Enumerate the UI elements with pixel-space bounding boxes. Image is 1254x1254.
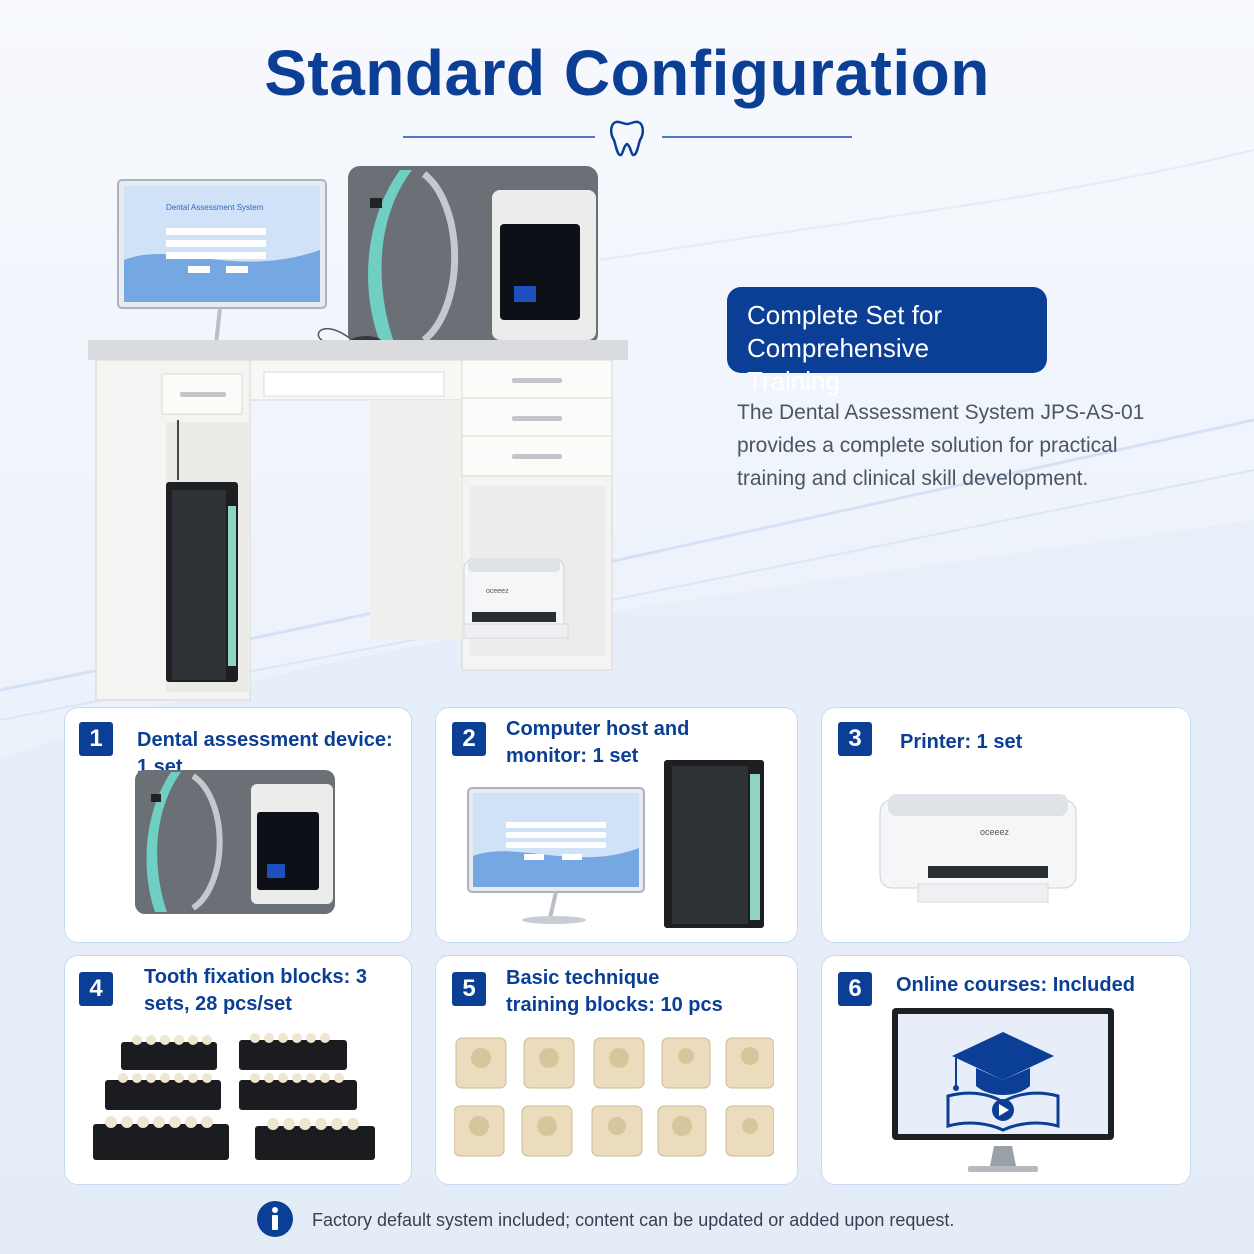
training-blocks-image — [454, 1037, 774, 1157]
title-divider-left — [403, 136, 595, 138]
item-number-2: 2 — [452, 722, 486, 756]
item-card-6: 6 Online courses: Included — [821, 955, 1191, 1185]
printer-image — [879, 794, 1077, 903]
workstation-illustration: Dental Assessment System — [88, 166, 628, 701]
item-label-6: Online courses: Included — [896, 974, 1135, 996]
item-card-4: 4 Tooth fixation blocks: 3 sets, 28 pcs/… — [64, 955, 412, 1185]
footer-text: Factory default system included; content… — [312, 1210, 955, 1230]
dental-device-image — [135, 770, 335, 914]
footer-note: Factory default system included; content… — [256, 1200, 1056, 1240]
monitor-illustration — [117, 179, 327, 351]
item-number-3: 3 — [838, 722, 872, 756]
online-course-monitor-image — [892, 1008, 1114, 1172]
book-icon — [946, 1091, 1060, 1132]
tooth-icon — [610, 120, 644, 157]
page-title: Standard Configuration — [264, 37, 990, 109]
item-number-1: 1 — [79, 722, 113, 756]
computer-monitor-image — [467, 787, 645, 924]
computer-tower-illustration — [166, 420, 238, 682]
item-number-5: 5 — [452, 972, 486, 1006]
printer-brand-label: oceeez — [980, 827, 1010, 837]
item-card-2: 2 Computer host and monitor: 1 set — [435, 707, 798, 943]
highlight-banner: Complete Set for Comprehensive Training — [727, 287, 1047, 396]
printer-illustration — [463, 558, 569, 639]
tooth-fixation-blocks-image — [93, 1033, 375, 1160]
info-icon — [257, 1201, 293, 1237]
computer-tower-image — [664, 760, 764, 928]
play-icon — [992, 1099, 1014, 1121]
item-card-3: 3 Printer: 1 set oceeez — [821, 707, 1191, 943]
item-number-4: 4 — [79, 972, 113, 1006]
printer-brand: oceeez — [486, 588, 509, 595]
screen-title: Dental Assessment System — [166, 203, 264, 212]
title-divider-right — [662, 136, 852, 138]
item-label-3: Printer: 1 set — [900, 731, 1023, 753]
item-label-2: Computer host and monitor: 1 set — [506, 718, 690, 767]
product-description: The Dental Assessment System JPS-AS-01 p… — [737, 401, 1145, 490]
item-label-4: Tooth fixation blocks: 3 sets, 28 pcs/se… — [144, 966, 367, 1015]
item-card-5: 5 Basic technique training blocks: 10 pc… — [435, 955, 798, 1185]
item-label-5: Basic technique training blocks: 10 pcs — [506, 967, 723, 1016]
graduation-cap-icon — [952, 1032, 1054, 1095]
item-card-1: 1 Dental assessment device: 1 set — [64, 707, 412, 943]
device-illustration — [348, 166, 598, 346]
item-number-6: 6 — [838, 972, 872, 1006]
